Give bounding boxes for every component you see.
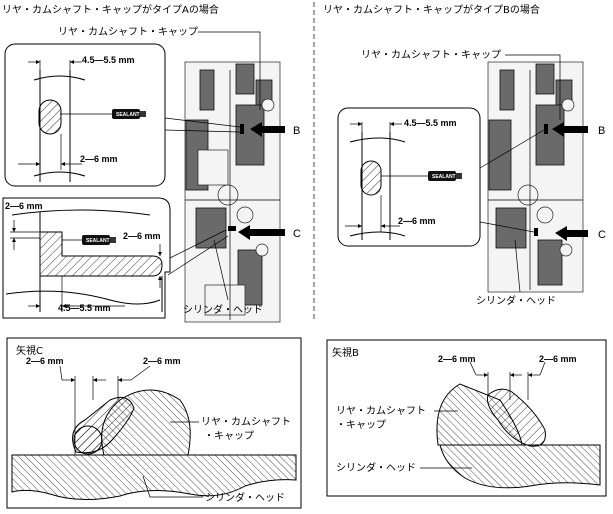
panel-a-title: リヤ・カムシャフト・キャップがタイプAの場合 <box>2 3 219 16</box>
view-c-dim-left: 2—6 mm <box>26 356 64 366</box>
view-c-cap-label-1: リヤ・カムシャフト <box>201 416 291 428</box>
panel-a-detail-b: 4.5—5.5 mm 2—6 mm SEALANT <box>4 43 241 187</box>
panel-b-detail: 4.5—5.5 mm 2—6 mm SEALANT <box>337 107 545 247</box>
view-b-cap-label-1: リヤ・カムシャフト <box>336 405 426 417</box>
view-c-head-label: シリンダ・ヘッド <box>205 491 285 504</box>
view-c-title: 矢視C <box>16 344 43 357</box>
view-b-dim-left: 2—6 mm <box>438 354 476 364</box>
view-b-head-label: シリンダ・ヘッド <box>336 461 416 474</box>
panel-a-arrow-c: C <box>238 225 301 240</box>
panel-type-b: リヤ・カムシャフト・キャップがタイプBの場合 リヤ・カムシャフト・キャップ シリ… <box>323 3 606 307</box>
detail-b-sealant: SEALANT <box>116 112 140 118</box>
panel-b-cap-label: リヤ・カムシャフト・キャップ <box>361 49 501 61</box>
engine-head-a <box>184 61 281 323</box>
panel-a-cap-label: リヤ・カムシャフト・キャップ <box>58 26 198 38</box>
view-b-cap-label-2: ・キャップ <box>336 419 386 431</box>
detail-c-dim-bottom: 4.5—5.5 mm <box>58 303 111 313</box>
view-b-dim-right: 2—6 mm <box>539 354 577 364</box>
panel-a-callout-c: C <box>293 228 301 240</box>
panel-b-head-label: シリンダ・ヘッド <box>476 294 556 307</box>
view-c-dim-right: 2—6 mm <box>143 356 181 366</box>
view-b: 矢視B 2—6 mm 2—6 mm リヤ・カムシャフト ・キャップ シリンダ・ヘ… <box>326 339 607 497</box>
view-c: 矢視C 2—6 mm 2—6 mm リヤ・カムシャフト ・キャップ シリンダ・ヘ… <box>6 337 302 509</box>
panel-a-head-label: シリンダ・ヘッド <box>183 303 263 316</box>
detail-c-dim-right: 2—6 mm <box>123 231 161 241</box>
engine-head-b <box>487 61 584 293</box>
panel-a-detail-c: 2—6 mm 2—6 mm 4.5—5.5 mm SEALANT <box>2 197 229 319</box>
panel-a-callout-b: B <box>293 125 300 137</box>
panel-b-sealant: SEALANT <box>432 174 456 180</box>
panel-type-a: リヤ・カムシャフト・キャップがタイプAの場合 リヤ・カムシャフト・キャップ シリ… <box>2 3 301 323</box>
panel-b-dim-top: 4.5—5.5 mm <box>404 118 457 128</box>
panel-b-callout-b: B <box>598 125 605 137</box>
view-c-cap-label-2: ・キャップ <box>204 430 254 442</box>
panel-a-arrow-b: B <box>250 122 300 137</box>
detail-c-dim-left: 2—6 mm <box>5 201 43 211</box>
detail-c-sealant: SEALANT <box>86 238 110 244</box>
panel-b-callout-c: C <box>598 229 606 241</box>
detail-b-dim-bottom: 2—6 mm <box>80 154 118 164</box>
panel-b-arrow-b: B <box>552 122 605 137</box>
panel-b-arrow-c: C <box>555 226 606 241</box>
view-b-title: 矢視B <box>332 346 359 359</box>
panel-b-dim-bottom: 2—6 mm <box>398 216 436 226</box>
panel-b-title: リヤ・カムシャフト・キャップがタイプBの場合 <box>323 3 540 16</box>
detail-b-dim-top: 4.5—5.5 mm <box>82 55 135 65</box>
